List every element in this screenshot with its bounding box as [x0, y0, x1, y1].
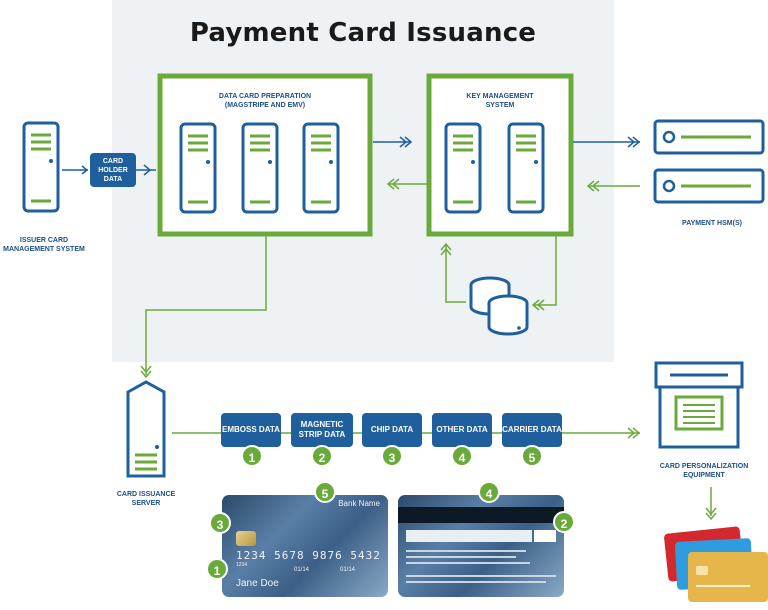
personalization-label: CARD PERSONALIZATION EQUIPMENT	[659, 463, 749, 479]
card-small-number: 1234	[236, 562, 248, 568]
key-server-icon-2	[507, 122, 545, 214]
arrow-head-key-to-prep	[386, 178, 400, 190]
cvv-panel	[534, 530, 556, 542]
arrow-key-to-db	[533, 236, 557, 306]
issuer-server-icon	[22, 121, 60, 213]
arrow-db-to-key	[445, 244, 466, 303]
chip-icon	[236, 531, 256, 546]
carrier-data-pill: CARRIER DATA	[502, 413, 562, 447]
magnetic-number-badge: 2	[311, 445, 333, 467]
fine-print-line	[406, 562, 530, 564]
fine-print-line	[406, 575, 556, 577]
hsm-icon-2	[653, 168, 765, 204]
card-front: Bank Name 1234 5678 9876 5432 1234 01/14…	[222, 495, 388, 597]
issuance-server-label: CARD ISSUANCE SERVER	[116, 491, 176, 507]
issuer-label: ISSUER CARD MANAGEMENT SYSTEM	[3, 237, 85, 253]
key-mgmt-label: KEY MANAGEMENT SYSTEM	[466, 93, 534, 109]
arrow-head-key-to-hsm	[627, 136, 641, 148]
card-back-marker-4: 4	[478, 481, 500, 503]
database-icon	[469, 276, 529, 336]
card-front-marker-3: 3	[209, 512, 231, 534]
prep-server-icon-3	[302, 122, 340, 214]
card-front-marker-5: 5	[314, 481, 336, 503]
emboss-number-badge: 1	[241, 445, 263, 467]
cardholder-data-pill: CARD HOLDER DATA	[90, 153, 136, 187]
arrow-head-hsm-to-key	[586, 180, 600, 192]
card-back	[398, 495, 564, 597]
arrow-head-cards	[705, 507, 717, 521]
fine-print-line	[406, 581, 546, 583]
prep-server-icon-2	[241, 122, 279, 214]
magnetic-stripe	[398, 507, 564, 523]
other-data-pill: OTHER DATA	[432, 413, 492, 447]
issued-cards-icon	[664, 526, 768, 602]
arrow-prep-to-issuance	[145, 236, 267, 375]
printer-icon	[654, 361, 744, 449]
card-back-marker-2: 2	[553, 511, 575, 533]
hsm-icon-1	[653, 119, 765, 155]
data-prep-label: DATA CARD PREPARATION (MAGSTRIPE AND EMV…	[218, 93, 312, 109]
arrow-head-to-personalization	[627, 427, 641, 439]
arrow-head-db-to-key	[440, 242, 452, 256]
card-front-marker-1: 1	[206, 558, 228, 580]
card-number: 1234 5678 9876 5432	[236, 549, 381, 562]
chip-number-badge: 3	[381, 445, 403, 467]
emboss-data-pill: EMBOSS DATA	[221, 413, 281, 447]
prep-server-icon-1	[179, 122, 217, 214]
signature-panel	[406, 530, 532, 542]
fine-print-line	[406, 556, 516, 558]
card-valid-to: 01/14	[340, 567, 356, 573]
hsm-label: PAYMENT HSM(S)	[682, 220, 742, 227]
arrow-head-key-to-db	[531, 299, 545, 311]
chip-data-pill: CHIP DATA	[362, 413, 422, 447]
other-number-badge: 4	[451, 445, 473, 467]
page-title: Payment Card Issuance	[189, 18, 537, 48]
arrow-head-issuance	[140, 365, 152, 379]
carrier-number-badge: 5	[521, 445, 543, 467]
card-holder-name: Jane Doe	[236, 578, 279, 589]
fine-print-line	[406, 550, 526, 552]
issuance-server-icon	[126, 380, 166, 478]
arrow-head-prep-in	[143, 164, 152, 176]
key-server-icon-1	[444, 122, 482, 214]
arrow-head-issuer	[81, 165, 89, 175]
arrow-head-prep-to-key	[399, 136, 413, 148]
card-bank-name: Bank Name	[338, 499, 380, 508]
card-valid-from: 01/14	[294, 567, 310, 573]
magnetic-strip-data-pill: MAGNETIC STRIP DATA	[291, 413, 353, 447]
